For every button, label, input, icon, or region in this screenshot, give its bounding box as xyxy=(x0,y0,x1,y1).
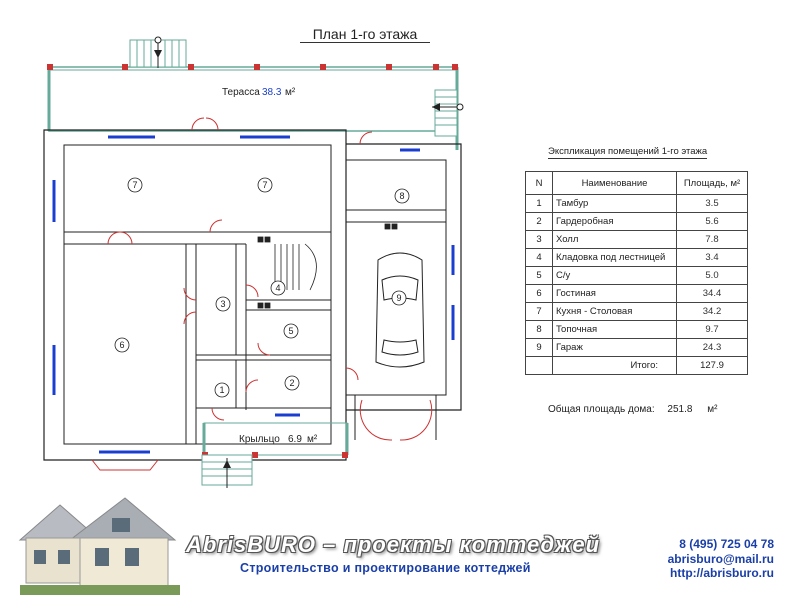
table-title: Экспликация помещений 1-го этажа xyxy=(548,146,708,159)
contact-email[interactable]: abrisburo@mail.ru xyxy=(667,552,774,566)
row-area: 3.4 xyxy=(676,248,748,267)
doors xyxy=(107,117,433,441)
terrace-unit: м² xyxy=(285,87,296,98)
room-number: 4 xyxy=(275,283,280,293)
header-n: N xyxy=(525,171,553,195)
house-illustration xyxy=(18,497,180,595)
table-header: N Наименование Площадь, м² xyxy=(525,171,748,195)
house-area-value: 251.8 xyxy=(667,404,693,415)
total-row: Итого: 127.9 xyxy=(525,356,748,375)
room-number: 7 xyxy=(262,180,267,190)
room-number: 8 xyxy=(399,191,404,201)
row-n: 8 xyxy=(525,320,553,339)
room-number: 3 xyxy=(220,299,225,309)
row-name: Кухня - Столовая xyxy=(552,302,677,321)
row-n: 7 xyxy=(525,302,553,321)
room-markers xyxy=(114,177,410,398)
row-area: 34.4 xyxy=(676,284,748,303)
house-area-label: Общая площадь дома: xyxy=(548,404,655,415)
row-name: Кладовка под лестницей xyxy=(552,248,677,267)
room-number: 6 xyxy=(119,340,124,350)
contact-phone[interactable]: 8 (495) 725 04 78 xyxy=(679,537,774,551)
row-n: 6 xyxy=(525,284,553,303)
porch xyxy=(201,422,349,488)
row-n: 4 xyxy=(525,248,553,267)
row-n: 1 xyxy=(525,194,553,213)
row-area: 5.0 xyxy=(676,266,748,285)
house-area-unit: м² xyxy=(707,404,718,415)
terrace-label: Терасса xyxy=(222,87,260,98)
plan-title: План 1-го этажа xyxy=(300,26,430,43)
room-number: 5 xyxy=(288,326,293,336)
row-name: Холл xyxy=(552,230,677,249)
room-number: 7 xyxy=(132,180,137,190)
brand-banner: AbrisBURO – проекты коттеджей xyxy=(186,532,601,557)
room-numbers: 7 7 8 3 4 5 6 9 1 2 xyxy=(119,180,404,395)
brand-subtitle: Строительство и проектирование коттеджей xyxy=(240,561,531,575)
room-number: 1 xyxy=(219,385,224,395)
row-area: 3.5 xyxy=(676,194,748,213)
row-area: 34.2 xyxy=(676,302,748,321)
windows xyxy=(52,135,455,454)
porch-area: 6.9 xyxy=(288,434,302,445)
porch-label: Крыльцо xyxy=(239,434,280,445)
right-stairs xyxy=(432,89,464,137)
row-n: 9 xyxy=(525,338,553,357)
row-area: 7.8 xyxy=(676,230,748,249)
row-area: 24.3 xyxy=(676,338,748,357)
room-number: 2 xyxy=(289,378,294,388)
top-stairs xyxy=(129,36,187,68)
row-name: Гардеробная xyxy=(552,212,677,231)
total-empty xyxy=(525,356,553,375)
total-value: 127.9 xyxy=(676,356,748,375)
row-n: 3 xyxy=(525,230,553,249)
row-name: Гараж xyxy=(552,338,677,357)
house-total-area: Общая площадь дома: 251.8 м² xyxy=(548,404,717,415)
contact-site[interactable]: http://abrisburo.ru xyxy=(670,566,774,580)
row-area: 9.7 xyxy=(676,320,748,339)
header-name: Наименование xyxy=(552,171,677,195)
interior-stairs xyxy=(257,223,398,309)
car-icon xyxy=(375,252,425,368)
header-area: Площадь, м² xyxy=(676,171,748,195)
terrace-area: 38.3 xyxy=(262,87,282,98)
row-name: Топочная xyxy=(552,320,677,339)
room-number: 9 xyxy=(396,293,401,303)
row-n: 2 xyxy=(525,212,553,231)
total-label: Итого: xyxy=(552,356,677,375)
walls xyxy=(43,129,462,461)
bay-window xyxy=(91,459,159,471)
row-area: 5.6 xyxy=(676,212,748,231)
porch-unit: м² xyxy=(307,434,318,445)
row-name: С/у xyxy=(552,266,677,285)
row-name: Тамбур xyxy=(552,194,677,213)
row-n: 5 xyxy=(525,266,553,285)
row-name: Гостиная xyxy=(552,284,677,303)
